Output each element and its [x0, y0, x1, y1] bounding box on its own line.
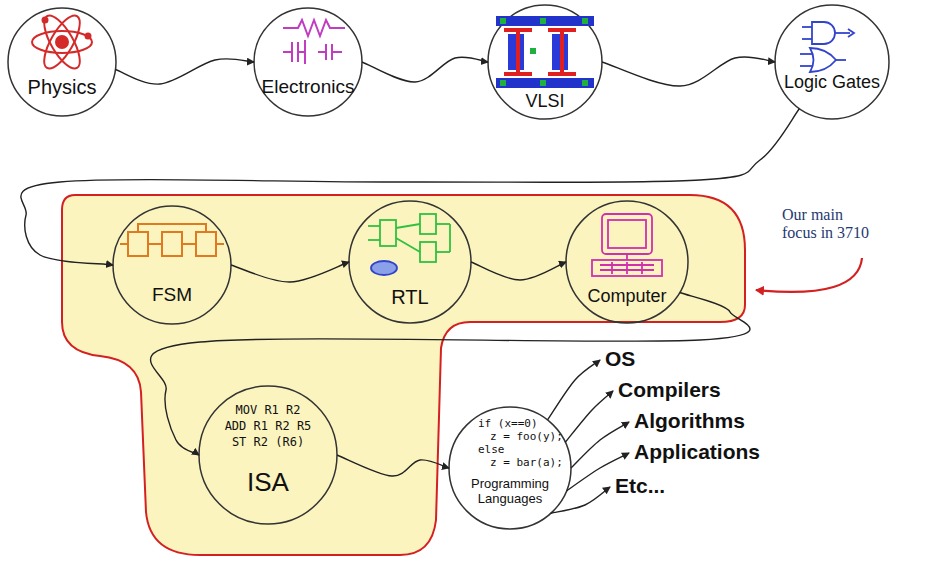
- text-slot: Etc...: [615, 474, 705, 498]
- text-slot: Physics: [7, 76, 117, 99]
- etc-label: Etc...: [615, 474, 705, 500]
- callout-arrow: [756, 258, 862, 292]
- node-label: ISA: [198, 468, 338, 498]
- text-slot: OS: [605, 347, 665, 371]
- node-label: if (x==0): [478, 418, 558, 431]
- applications-label: Applications: [634, 440, 794, 466]
- text-slot: Programming Languages: [465, 477, 555, 507]
- text-slot: z = bar(a);: [490, 457, 564, 470]
- isa-circle: MOV R1 R2 ADD R1 R2 R5 ST R2 (R6) ISA: [198, 385, 338, 525]
- node-label: Physics: [7, 76, 117, 99]
- atom-icon: [32, 11, 92, 74]
- text-slot: RTL: [348, 286, 472, 309]
- fsm-circle: FSM: [112, 205, 232, 325]
- node-label: z = bar(a);: [490, 457, 564, 470]
- text-slot: MOV R1 R2: [198, 404, 338, 418]
- rtl-circle: RTL: [348, 200, 472, 324]
- topic-label: Compilers: [618, 378, 748, 402]
- os-label: OS: [605, 347, 665, 373]
- algorithms-label: Algorithms: [634, 409, 774, 435]
- programming-languages-circle: if (x==0)z = foo(y);elsez = bar(a); Progr…: [448, 406, 572, 530]
- circle-outline: [253, 7, 363, 117]
- text-slot: Applications: [634, 440, 794, 464]
- text-slot: Electronics: [253, 76, 363, 98]
- text-slot: Algorithms: [634, 409, 774, 433]
- node-label: z = foo(y);: [490, 431, 564, 444]
- flow-connector: [551, 487, 610, 513]
- compilers-label: Compilers: [618, 378, 748, 404]
- physics-circle: Physics: [7, 7, 117, 117]
- text-slot: Compilers: [618, 378, 748, 402]
- vlsi-layout-icon: [496, 16, 594, 88]
- electronics-circle: Electronics: [253, 7, 363, 117]
- node-label: Computer: [565, 286, 689, 307]
- flow-connector: [362, 57, 488, 82]
- resistor-capacitor-icon: [283, 20, 345, 64]
- text-slot: ADD R1 R2 R5: [198, 420, 338, 434]
- flow-connector: [602, 57, 775, 86]
- text-slot: VLSI: [487, 91, 603, 112]
- topic-label: Etc...: [615, 474, 705, 498]
- computer-circle: Computer: [565, 200, 689, 324]
- text-slot: ST R2 (R6): [198, 436, 338, 450]
- node-label: Electronics: [253, 76, 363, 98]
- topic-label: OS: [605, 347, 665, 371]
- vlsi-circle: VLSI: [487, 4, 603, 120]
- node-label: Programming Languages: [465, 477, 555, 507]
- circle-outline: [774, 4, 890, 120]
- node-label: ST R2 (R6): [198, 436, 338, 450]
- text-slot: Our main focus in 3710: [782, 206, 878, 243]
- flow-connector: [116, 59, 255, 84]
- text-slot: z = foo(y);: [490, 431, 564, 444]
- node-label: Logic Gates: [774, 72, 890, 93]
- node-label: RTL: [348, 286, 472, 309]
- node-label: else: [478, 444, 558, 457]
- node-label: ADD R1 R2 R5: [198, 420, 338, 434]
- node-label: FSM: [112, 284, 232, 306]
- node-label: MOV R1 R2: [198, 404, 338, 418]
- logic-gates-circle: Logic Gates: [774, 4, 890, 120]
- flow-connector: [548, 360, 600, 420]
- circle-outline: [7, 7, 117, 117]
- flow-connector: [571, 422, 629, 468]
- flow-connector: [565, 391, 613, 442]
- logic-gate-icon: [800, 22, 854, 72]
- topic-label: Applications: [634, 440, 794, 464]
- node-label: Our main focus in 3710: [782, 206, 878, 243]
- text-slot: Computer: [565, 286, 689, 307]
- text-slot: if (x==0): [478, 418, 558, 431]
- circle-outline: [112, 205, 232, 325]
- node-label: VLSI: [487, 91, 603, 112]
- text-slot: Logic Gates: [774, 72, 890, 93]
- text-slot: else: [478, 444, 558, 457]
- text-slot: ISA: [198, 468, 338, 498]
- topic-label: Algorithms: [634, 409, 774, 433]
- text-slot: FSM: [112, 284, 232, 306]
